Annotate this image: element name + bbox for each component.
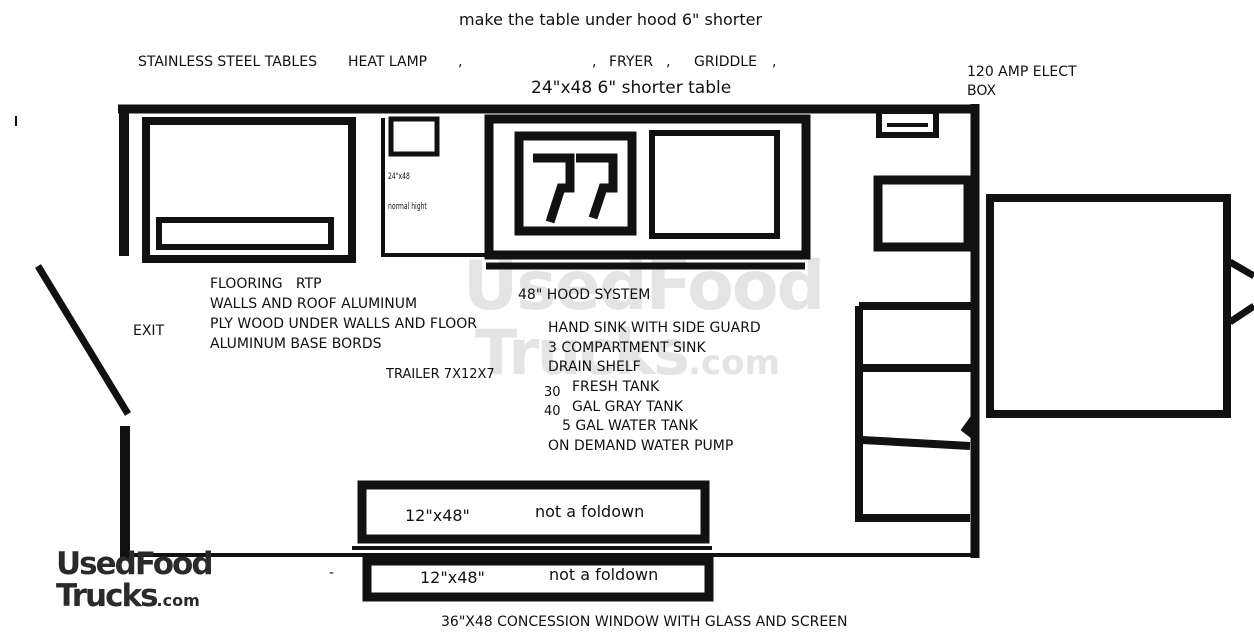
material-base-boards: ALUMINUM BASE BORDS: [210, 336, 382, 352]
small-table: [381, 118, 489, 257]
feature-water-tank: 5 GAL WATER TANK: [562, 418, 698, 434]
tank-size-fresh: 30: [544, 385, 561, 400]
counter-1-note: not a foldown: [535, 502, 645, 521]
counter-2-size: 12"x48": [420, 568, 485, 587]
water-tank-box: [986, 194, 1231, 418]
label-sep-1: ,: [458, 54, 463, 70]
tank-size-gray: 40: [544, 404, 561, 419]
label-electrical-box: 120 AMP ELECT BOX: [967, 63, 1077, 101]
label-griddle: GRIDDLE: [694, 54, 757, 70]
small-table-box: [388, 116, 440, 157]
small-table-height: normal hight: [388, 202, 427, 212]
fryer-basket-left: [533, 153, 575, 224]
label-trailer-size: TRAILER 7X12X7: [386, 367, 495, 382]
exit-door: [35, 264, 131, 416]
label-sep-4: ,: [772, 54, 777, 70]
material-flooring: FLOORING RTP: [210, 276, 322, 292]
label-sep-3: ,: [666, 54, 671, 70]
sink-notch: [960, 408, 976, 443]
elect-line-2: BOX: [967, 83, 997, 99]
elect-line-1: 120 AMP ELECT: [967, 64, 1077, 80]
feature-fresh-tank: FRESH TANK: [572, 379, 660, 395]
label-concession-window: 36"X48 CONCESSION WINDOW WITH GLASS AND …: [441, 614, 848, 630]
label-sep-2: ,: [592, 54, 597, 70]
label-stainless-tables: STAINLESS STEEL TABLES: [138, 54, 317, 70]
hitch: [1228, 258, 1254, 325]
label-hood-system: 48" HOOD SYSTEM: [518, 287, 651, 303]
label-fryer: FRYER: [609, 54, 654, 70]
feature-drain-shelf: DRAIN SHELF: [548, 359, 641, 375]
fryer: [514, 131, 637, 236]
label-small-table: 24"x48 normal hight: [388, 162, 427, 222]
electrical-box: [876, 108, 939, 138]
fryer-basket-right: [576, 153, 618, 220]
feature-compartment-sink: 3 COMPARTMENT SINK: [548, 340, 706, 356]
counter-2-outline: [362, 556, 714, 602]
hand-sink: [873, 175, 973, 252]
sink-frame: [855, 302, 972, 522]
logo-line1: UsedFood: [56, 546, 214, 582]
small-table-size: 24"x48: [388, 172, 410, 182]
note-top: make the table under hood 6" shorter: [459, 10, 763, 29]
counter-1-outline: [357, 480, 710, 544]
label-heat-lamp: HEAT LAMP: [348, 54, 428, 70]
counter-2-note: not a foldown: [549, 565, 659, 584]
stainless-table-left: [142, 117, 356, 263]
counter-1-size: 12"x48": [405, 506, 470, 525]
label-shorter-table: 24"x48 6" shorter table: [531, 78, 732, 98]
feature-hand-sink: HAND SINK WITH SIDE GUARD: [548, 320, 761, 336]
material-plywood: PLY WOOD UNDER WALLS AND FLOOR: [210, 316, 478, 332]
feature-gray-tank: GAL GRAY TANK: [572, 399, 683, 415]
logo-line2: Trucks.com: [56, 578, 200, 614]
material-walls-roof: WALLS AND ROOF ALUMINUM: [210, 296, 418, 312]
brand-logo: UsedFood Trucks.com: [56, 546, 214, 617]
materials-list: FLOORING RTP WALLS AND ROOF ALUMINUM PLY…: [210, 274, 477, 354]
dash-mark: -: [329, 565, 335, 581]
griddle: [649, 130, 780, 239]
label-exit: EXIT: [133, 323, 165, 339]
heat-lamp: [156, 217, 334, 250]
feature-water-pump: ON DEMAND WATER PUMP: [548, 438, 734, 454]
